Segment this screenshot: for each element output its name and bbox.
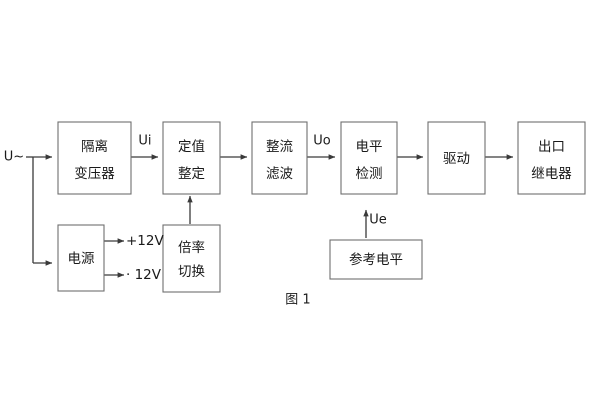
label-uo-signal: Uo <box>313 134 331 149</box>
block-reference-level[interactable] <box>329 239 423 280</box>
block-drive[interactable] <box>427 121 486 195</box>
block-isolation-transformer[interactable] <box>57 121 132 195</box>
label-output-relay-line2: 继电器 <box>531 166 572 182</box>
label-reference-level: 参考电平 <box>349 251 403 268</box>
block-power-supply[interactable] <box>57 224 105 292</box>
block-rectify-filter[interactable] <box>251 121 308 195</box>
label-multiplier-switch-line2: 切换 <box>178 264 205 280</box>
label-rail-positive: +12V <box>126 233 164 249</box>
block-level-detect[interactable] <box>340 121 398 195</box>
label-setting-value-line1: 定值 <box>178 139 205 155</box>
label-ue-signal: Ue <box>369 213 387 228</box>
label-rectify-filter-line1: 整流 <box>266 139 293 155</box>
label-multiplier-switch-line1: 倍率 <box>178 239 205 256</box>
label-drive: 驱动 <box>443 151 470 167</box>
label-ui-signal: Ui <box>138 134 151 149</box>
label-isolation-transformer-line1: 隔离 <box>81 138 108 155</box>
label-setting-value-line2: 整定 <box>178 166 205 182</box>
block-output-relay[interactable] <box>517 121 586 195</box>
block-setting-value[interactable] <box>162 121 221 195</box>
label-isolation-transformer-line2: 变压器 <box>74 166 115 182</box>
label-rectify-filter-line2: 滤波 <box>266 166 293 182</box>
figure-caption: 图 1 <box>285 293 310 308</box>
label-output-relay-line1: 出口 <box>538 139 565 155</box>
label-level-detect-line2: 检测 <box>356 166 383 182</box>
label-input-signal: U~ <box>4 150 24 165</box>
label-level-detect-line1: 电平 <box>356 139 383 155</box>
label-power-supply: 电源 <box>68 251 95 267</box>
block-multiplier-switch[interactable] <box>162 224 221 293</box>
label-rail-negative: · 12V <box>126 267 162 283</box>
